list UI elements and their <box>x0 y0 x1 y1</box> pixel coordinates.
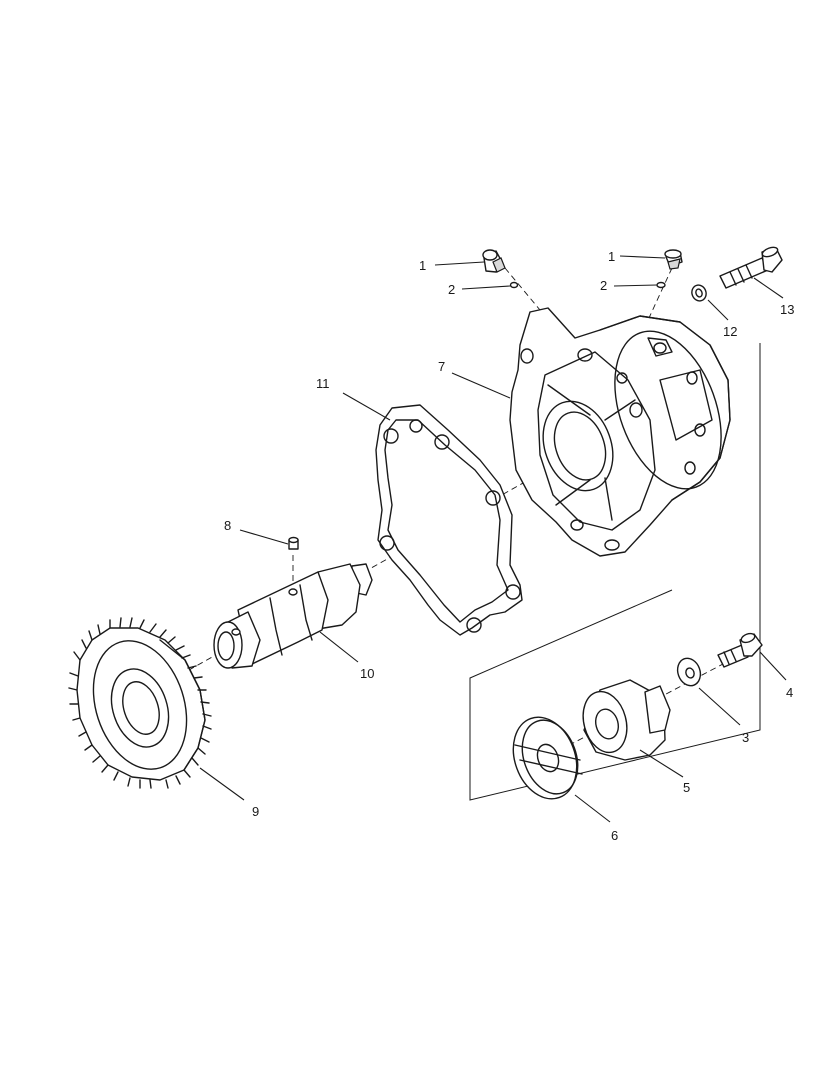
callout-12: 12 <box>723 324 737 339</box>
washer-3 <box>676 657 702 687</box>
o-ring-right <box>656 281 666 289</box>
callout-2-right: 2 <box>600 278 607 293</box>
washer-12 <box>691 284 707 302</box>
gear-teeth <box>68 617 212 789</box>
callout-13: 13 <box>780 302 794 317</box>
callout-4: 4 <box>786 685 793 700</box>
callout-7: 7 <box>438 359 445 374</box>
gear <box>68 617 212 789</box>
callout-11: 11 <box>316 376 330 391</box>
callout-6: 6 <box>611 828 618 843</box>
coupling <box>582 679 671 761</box>
callout-1-right: 1 <box>608 249 615 264</box>
disc <box>512 716 583 800</box>
pin <box>288 536 299 550</box>
callout-1-left: 1 <box>419 258 426 273</box>
bolt-4 <box>717 632 763 668</box>
shaft <box>213 563 373 669</box>
group-bracket <box>469 343 761 801</box>
callout-3: 3 <box>742 730 749 745</box>
bolt-13 <box>719 246 783 289</box>
callout-9: 9 <box>252 804 259 819</box>
leader-lines <box>199 255 787 823</box>
plug-left <box>482 249 506 273</box>
callout-10: 10 <box>360 666 374 681</box>
housing <box>509 307 731 557</box>
callout-2-left: 2 <box>448 282 455 297</box>
plug-centerline-left <box>504 267 541 311</box>
gasket <box>375 404 523 636</box>
plug-right <box>664 249 683 270</box>
callout-5: 5 <box>683 780 690 795</box>
callout-8: 8 <box>224 518 231 533</box>
o-ring-left <box>509 281 519 289</box>
callouts: 1 1 2 2 3 4 5 6 7 8 9 10 11 12 13 <box>224 249 794 843</box>
